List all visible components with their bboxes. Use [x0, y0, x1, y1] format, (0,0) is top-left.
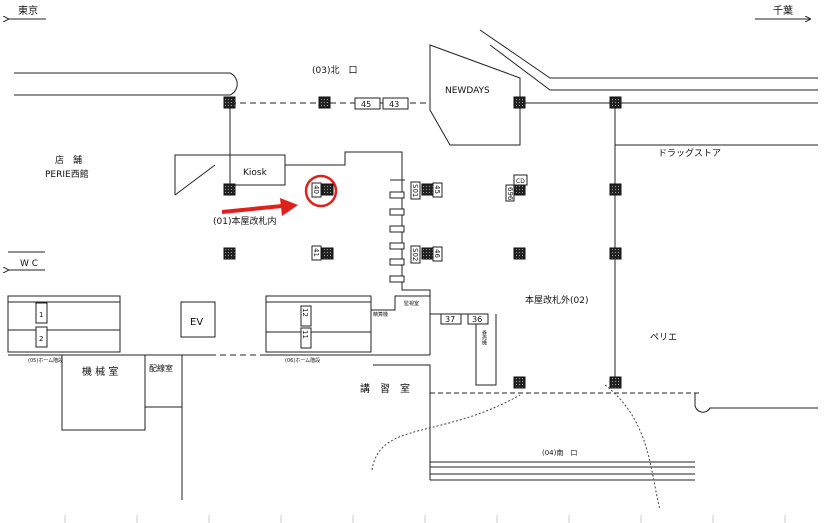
ad-36: 36 — [472, 315, 482, 324]
perie-west-label: PERIE西館 — [45, 168, 89, 180]
highlight-circle — [304, 174, 338, 208]
newdays-label: NEWDAYS — [445, 86, 490, 96]
newdays-shop — [429, 44, 521, 146]
svg-text:東京: 東京 — [18, 4, 38, 17]
ticket-machine-label: 券売機 — [481, 329, 487, 346]
ticket-gates — [389, 179, 405, 283]
drugstore-label: ドラッグストア — [658, 147, 721, 159]
ad-11: 11 — [301, 330, 309, 339]
perie-label: ペリエ — [650, 333, 677, 343]
machine-room-label: 機 械 室 — [82, 365, 118, 378]
ad-12: 12 — [301, 308, 309, 317]
wiring-room-label: 配線室 — [149, 363, 173, 373]
ad-s01: S01 — [411, 184, 419, 197]
ad-45: 45 — [361, 100, 371, 109]
ev-label: EV — [190, 317, 203, 328]
kiosk-label: Kiosk — [243, 168, 268, 178]
monitor-room-label: 監視室 — [404, 300, 419, 307]
ad-s02: S02 — [411, 248, 419, 261]
ad-37: 37 — [445, 315, 455, 324]
ad-40: 40 — [312, 185, 320, 194]
outside-gate-label: 本屋改札外(02) — [525, 294, 588, 306]
ad-46: 46 — [433, 249, 441, 258]
ad-696: 696 — [506, 187, 514, 201]
wc-label: W C — [20, 259, 38, 269]
svg-text:千葉: 千葉 — [773, 4, 793, 17]
north-exit-label: (03)北 口 — [312, 65, 357, 76]
red-arrow — [221, 204, 283, 214]
ad-41: 41 — [312, 248, 320, 257]
direction-chiba: 千葉 — [755, 4, 810, 19]
ad-45-b: 45 — [433, 185, 441, 194]
home-stairs-right: (06)ホーム階段 — [285, 357, 320, 364]
ad-1: 1 — [39, 311, 43, 319]
shop-label: 店 舗 — [55, 154, 82, 166]
inside-gate-label: (01)本屋改札内 — [213, 215, 276, 227]
home-stairs-left: (05)ホーム階段 — [28, 357, 63, 364]
elevator — [180, 301, 216, 338]
ad-2: 2 — [39, 335, 43, 343]
fare-machine-label: 精算機 — [373, 311, 388, 318]
cd-machine: CD — [516, 178, 525, 185]
direction-tokyo: 東京 — [8, 4, 46, 19]
ad-43: 43 — [389, 100, 399, 109]
south-exit-label: (04)南 口 — [542, 448, 577, 457]
bottom-ticks — [64, 515, 786, 523]
lecture-room-label: 講 習 室 — [360, 382, 410, 395]
